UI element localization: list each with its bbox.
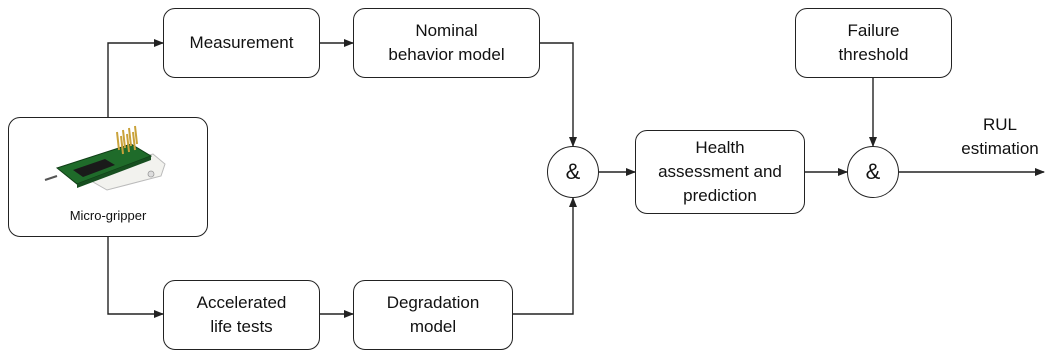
micro-gripper-label: Micro-gripper — [69, 208, 147, 223]
rul-estimation-label: RUL estimation — [961, 115, 1039, 158]
failure-threshold-node: Failure threshold — [795, 8, 952, 78]
micro-gripper-image — [44, 125, 166, 191]
and-right-junction: & — [847, 146, 899, 198]
edge-gripper-to-accelerated — [107, 237, 164, 318]
degradation-model-label: Degradation model — [386, 293, 480, 336]
accelerated-life-tests-node: Accelerated life tests — [163, 280, 320, 350]
edge-gripper-to-measurement — [107, 39, 164, 117]
measurement-label: Measurement — [189, 33, 294, 52]
and-left-symbol: & — [565, 159, 581, 184]
failure-threshold-label: Failure threshold — [838, 21, 909, 64]
nominal-behavior-model-label: Nominal behavior model — [388, 21, 505, 64]
micro-gripper-node — [8, 117, 208, 237]
health-assessment-label: Health assessment and prediction — [658, 138, 782, 205]
degradation-model-node: Degradation model — [353, 280, 513, 350]
health-assessment-node: Health assessment and prediction — [635, 130, 805, 214]
accelerated-life-tests-label: Accelerated life tests — [196, 293, 287, 336]
and-left-junction: & — [547, 146, 599, 198]
measurement-node: Measurement — [163, 8, 320, 78]
and-right-symbol: & — [865, 159, 881, 184]
edge-nominal-to-and-left — [540, 42, 577, 147]
nominal-behavior-model-node: Nominal behavior model — [353, 8, 540, 78]
edge-degradation-to-and-left — [513, 197, 577, 315]
